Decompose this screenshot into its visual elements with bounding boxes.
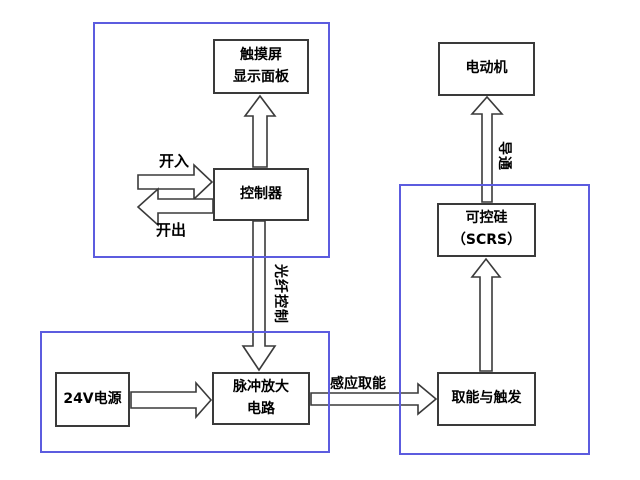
box-scr: 可控硅 （SCRS） — [437, 203, 536, 257]
label-induction-energy: 感应取能 — [330, 376, 386, 392]
arrow-controller-to-display — [243, 94, 277, 168]
container-power-unit — [40, 331, 330, 453]
container-trigger-unit — [399, 184, 590, 455]
box-energy-trigger: 取能与触发 — [437, 372, 536, 426]
box-pulse-amplifier: 脉冲放大 电路 — [212, 372, 310, 425]
box-display-panel: 触摸屏 显示面板 — [213, 39, 309, 94]
label-fiber-control: 光纤控制 — [272, 264, 288, 324]
label-switch-out: 开出 — [156, 221, 187, 239]
label-conduction: 导通 — [496, 141, 512, 171]
arrow-trigger-to-scr — [470, 257, 502, 372]
box-motor: 电动机 — [438, 42, 535, 96]
box-24v-power: 24V电源 — [55, 372, 130, 427]
arrow-scr-to-motor — [470, 95, 504, 203]
arrow-switch-in — [137, 163, 214, 201]
box-controller: 控制器 — [213, 168, 309, 221]
arrow-switch-out — [136, 187, 214, 227]
container-control-unit — [93, 22, 330, 258]
label-switch-in: 开入 — [159, 152, 190, 170]
arrow-power-to-amplifier — [130, 380, 213, 420]
arrow-fiber-control — [241, 220, 277, 372]
